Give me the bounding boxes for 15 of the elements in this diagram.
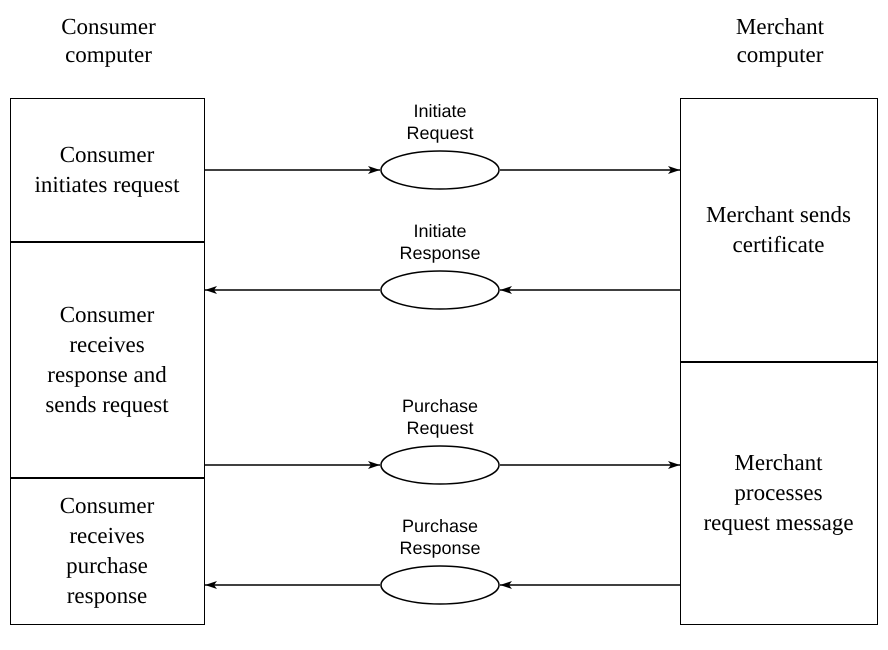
- arrow: [205, 286, 380, 294]
- message-label: Purchase Response: [398, 515, 482, 559]
- column-heading: Merchant computer: [734, 13, 826, 69]
- message-label: Initiate Request: [405, 100, 475, 144]
- arrow: [205, 166, 380, 174]
- message-label: Purchase Request: [400, 395, 480, 439]
- column-heading: Consumer computer: [60, 13, 157, 69]
- arrow: [205, 461, 380, 469]
- arrow: [500, 581, 680, 589]
- message-label: Initiate Response: [398, 220, 482, 264]
- process-box: Consumer receives response and sends request: [10, 242, 204, 478]
- arrow: [500, 461, 680, 469]
- arrow: [500, 166, 680, 174]
- arrow: [205, 581, 380, 589]
- arrow: [500, 286, 680, 294]
